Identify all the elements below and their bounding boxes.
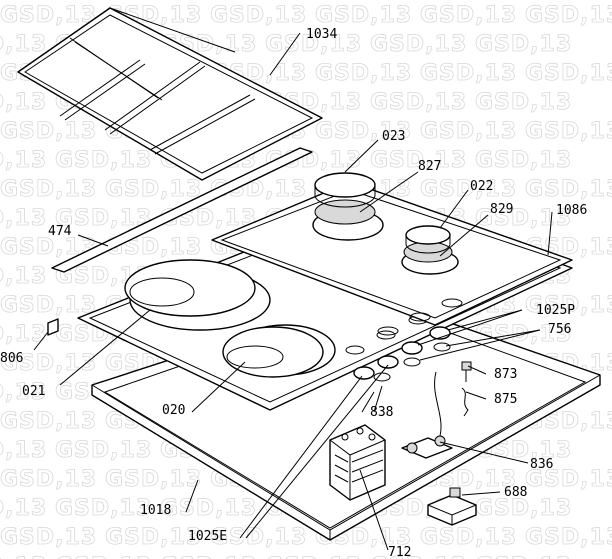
watermark-text: GSD,13	[105, 467, 202, 492]
watermark-text: GSD,13	[0, 496, 47, 521]
label-1086: 1086	[556, 203, 587, 218]
part-labels: 1034 023 827 022 829 1086 474 1025P 756 …	[0, 27, 587, 559]
burner-023	[312, 172, 384, 241]
watermark-text: GSD,13	[0, 293, 97, 318]
watermark-text: GSD,13	[105, 525, 202, 550]
label-1025P: 1025P	[536, 303, 575, 318]
watermark-text: GSD,13	[475, 206, 572, 231]
watermark-text: GSD,13	[315, 61, 412, 86]
strip-474	[51, 147, 313, 273]
label-688: 688	[504, 485, 527, 500]
switch-688	[427, 487, 477, 526]
watermark-text: GSD,13	[475, 554, 572, 559]
clip-806	[47, 318, 59, 336]
watermark-text: GSD,13	[160, 554, 257, 559]
watermark-text: GSD,13	[315, 119, 412, 144]
burner-022	[401, 225, 459, 275]
watermark-text: GSD,13	[0, 467, 97, 492]
watermark-text: GSD,13	[160, 496, 257, 521]
watermark-text: GSD,13	[55, 554, 152, 559]
watermark-text: GSD,13	[525, 177, 612, 202]
watermark-text: GSD,13	[420, 3, 517, 28]
pan-support-1034	[17, 7, 323, 181]
watermark-text: GSD,13	[55, 438, 152, 463]
label-875: 875	[494, 392, 517, 407]
watermark-text: GSD,13	[525, 467, 612, 492]
watermark-text: GSD,13	[420, 119, 517, 144]
watermark-text: GSD,13	[475, 32, 572, 57]
watermark-text: GSD,13	[420, 61, 517, 86]
watermark-text: GSD,13	[420, 177, 517, 202]
terminal-block-712	[329, 424, 386, 501]
label-836: 836	[530, 457, 553, 472]
label-1034: 1034	[306, 27, 337, 42]
label-021: 021	[22, 384, 45, 399]
label-838: 838	[370, 405, 393, 420]
label-712: 712	[388, 545, 411, 559]
watermark-text: GSD,13	[55, 496, 152, 521]
watermark-text: GSD,13	[525, 525, 612, 550]
watermark-text: GSD,13	[475, 148, 572, 173]
watermark-text: GSD,13	[370, 90, 467, 115]
watermark-text: GSD,13	[475, 496, 572, 521]
label-827: 827	[418, 159, 441, 174]
watermark-text: GSD,13	[210, 3, 307, 28]
watermark-text: GSD,13	[0, 206, 47, 231]
watermark-text: GSD,13	[315, 3, 412, 28]
watermark-text: GSD,13	[370, 32, 467, 57]
watermark-text: GSD,13	[0, 322, 47, 347]
watermark-text: GSD,13	[370, 554, 467, 559]
bracket-875	[461, 387, 469, 417]
watermark-text: GSD,13	[55, 148, 152, 173]
igniter-836	[401, 371, 453, 459]
label-022: 022	[470, 179, 493, 194]
hotplate-020	[222, 324, 336, 378]
watermark-text: GSD,13	[0, 351, 97, 376]
label-020: 020	[162, 403, 185, 418]
label-1018: 1018	[140, 503, 171, 518]
watermark-text: GSD,13	[0, 119, 97, 144]
watermark-text: GSD,13	[420, 525, 517, 550]
watermark-text: GSD,13	[0, 409, 97, 434]
watermark-text: GSD,13	[0, 525, 97, 550]
watermark-text: GSD,13	[370, 148, 467, 173]
watermark-text: GSD,13	[525, 293, 612, 318]
watermark-text: GSD,13	[0, 3, 97, 28]
gas-top-1086	[211, 181, 573, 336]
watermark-text: GSD,13	[0, 554, 47, 559]
watermark-text: GSD,13	[0, 148, 47, 173]
watermark-text: GSD,13	[475, 90, 572, 115]
hotplate-021	[124, 259, 271, 331]
knobs-1025E	[353, 326, 451, 380]
watermark-text: GSD,13	[210, 525, 307, 550]
watermark-text: GSD,13	[0, 438, 47, 463]
watermark-text: GSD,13	[0, 264, 47, 289]
label-474: 474	[48, 224, 72, 239]
watermark-text: GSD,13	[525, 119, 612, 144]
label-756: 756	[548, 322, 571, 337]
watermark-text: GSD,13	[0, 177, 97, 202]
label-806: 806	[0, 351, 23, 366]
watermark-text: GSD,13	[0, 90, 47, 115]
watermark-text: GSD,13	[0, 380, 47, 405]
label-023: 023	[382, 129, 405, 144]
watermark-text: GSD,13	[0, 32, 47, 57]
label-829: 829	[490, 202, 513, 217]
watermark-text: GSD,13	[265, 554, 362, 559]
watermark-text: GSD,13	[105, 177, 202, 202]
label-1025E: 1025E	[188, 529, 227, 544]
spring-873	[461, 361, 472, 382]
watermark-text: GSD,13	[265, 32, 362, 57]
watermark-text: GSD,13	[525, 61, 612, 86]
watermark-text: GSD,13	[525, 3, 612, 28]
leader-lines	[33, 32, 553, 551]
label-873: 873	[494, 367, 517, 382]
